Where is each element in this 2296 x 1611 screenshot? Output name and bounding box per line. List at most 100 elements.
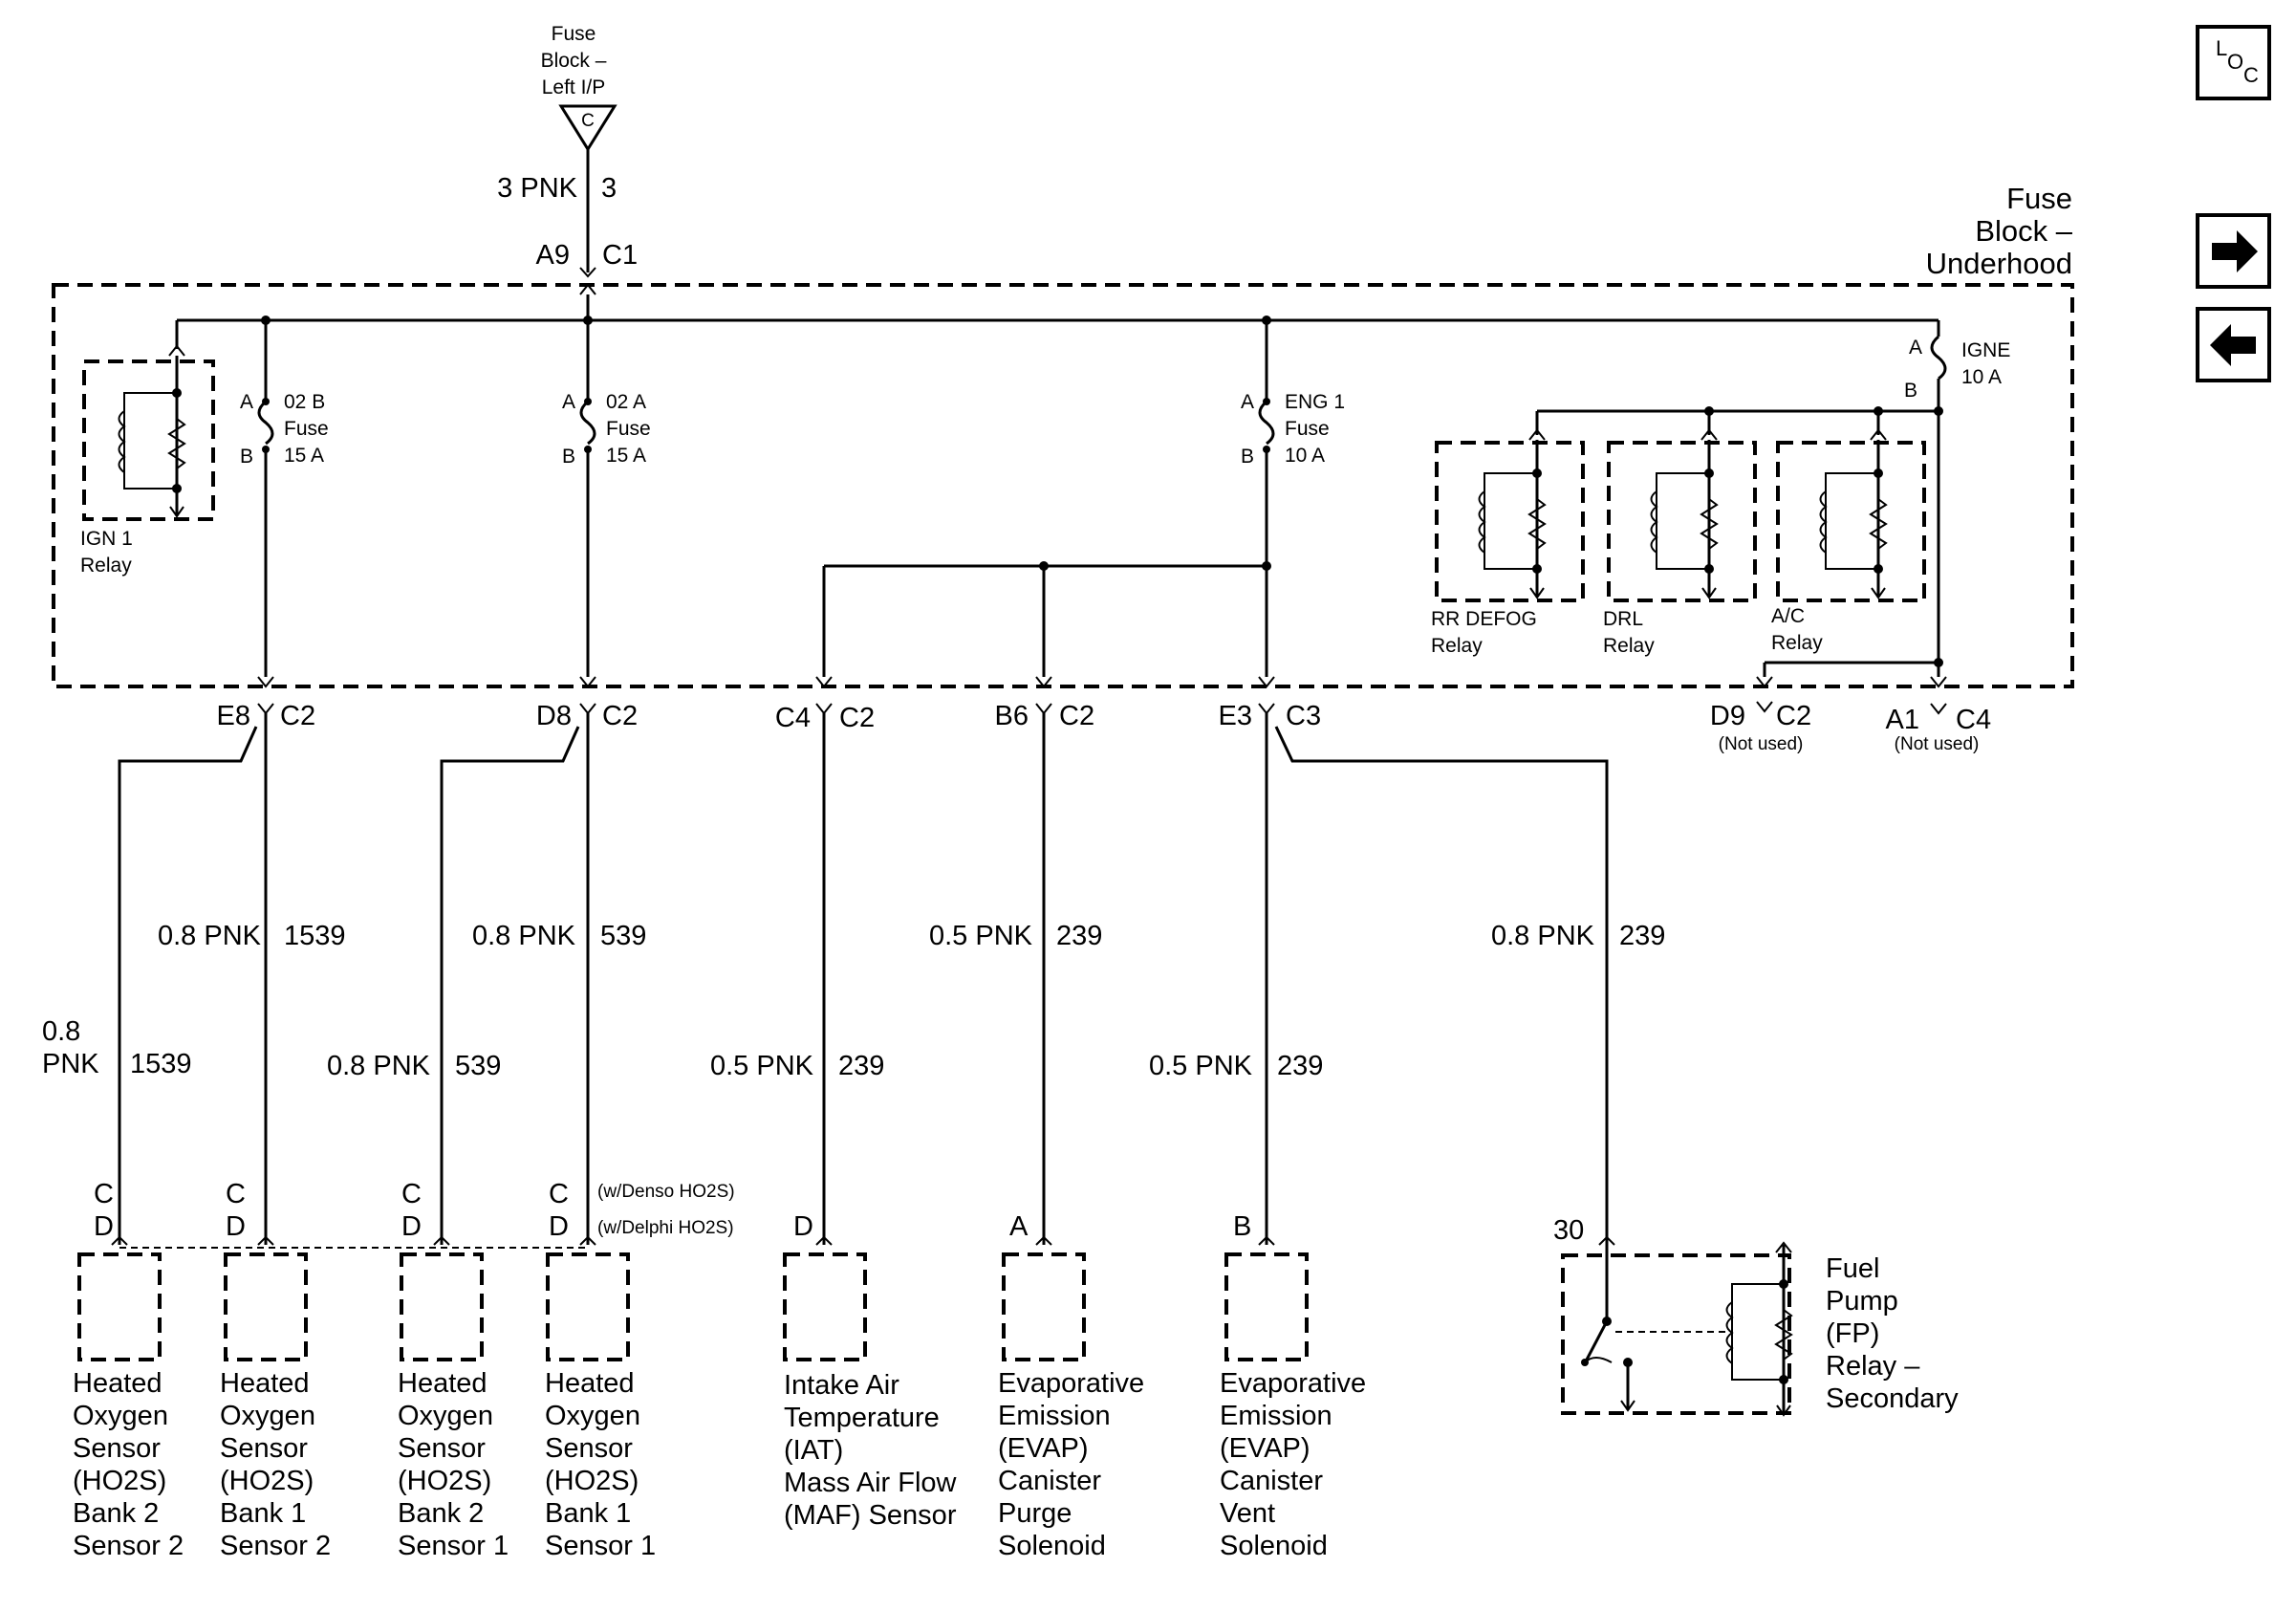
purge-chevron bbox=[1035, 1235, 1052, 1246]
source-connector-label: C bbox=[581, 111, 595, 131]
location-icon-glyph-c: C bbox=[2243, 63, 2259, 87]
fuse-o2b-label-2: Fuse bbox=[284, 418, 329, 440]
vent-label-5: Vent bbox=[1220, 1498, 1275, 1529]
iat-box bbox=[783, 1252, 867, 1361]
ho2s-b2s1-label-3: Sensor bbox=[398, 1433, 486, 1464]
location-icon[interactable] bbox=[2196, 25, 2271, 100]
evap-vent-solenoid: Evaporative Emission (EVAP) Canister Ven… bbox=[1220, 1235, 1366, 1561]
a1-not-used-note: (Not used) bbox=[1895, 734, 1980, 754]
ho2s-b2s1-label-1: Heated bbox=[398, 1368, 487, 1399]
d8-terminal: D8 bbox=[536, 701, 572, 731]
ho2s-b2s1-box bbox=[400, 1252, 484, 1361]
ign1-bottom-chevron bbox=[169, 506, 184, 518]
a1-connector: C4 bbox=[1956, 705, 1991, 735]
purge-box bbox=[1002, 1252, 1086, 1361]
fuse-o2a-pin-b: B bbox=[562, 446, 575, 468]
ho2s-b2s2-chevron bbox=[111, 1235, 128, 1246]
iat-label-2: Temperature bbox=[784, 1403, 940, 1433]
ho2s-b2s1-chevron bbox=[433, 1235, 450, 1246]
ho2s-b2s1-label-2: Oxygen bbox=[398, 1401, 493, 1431]
ho2s-b2s1-label-6: Sensor 1 bbox=[398, 1531, 509, 1561]
b6-chevron bbox=[1035, 703, 1052, 715]
wire-539-lower-circuit: 539 bbox=[455, 1051, 501, 1081]
fp-coil-chevron-bottom bbox=[1776, 1404, 1791, 1417]
fuse-o2b-pin-a: A bbox=[240, 391, 253, 413]
purge-label-4: Canister bbox=[998, 1466, 1101, 1496]
purge-label-3: (EVAP) bbox=[998, 1433, 1089, 1464]
ho2s-b1s2-box bbox=[224, 1252, 308, 1361]
ho2s-bank2-sensor2: Heated Oxygen Sensor (HO2S) Bank 2 Senso… bbox=[73, 1235, 184, 1561]
fuse-o2b-pin-b: B bbox=[240, 446, 253, 468]
ac-bottom-chevron bbox=[1871, 587, 1886, 599]
wire-1539-lower-size-2: PNK bbox=[42, 1049, 99, 1079]
prev-page-button[interactable] bbox=[2196, 307, 2271, 382]
rr-defog-coil-icon bbox=[1478, 490, 1486, 554]
ho2s-b1s2-label-4: (HO2S) bbox=[220, 1466, 314, 1496]
a1-chevron bbox=[1930, 703, 1947, 715]
ho2s-b1s2-label-3: Sensor bbox=[220, 1433, 308, 1464]
vent-label-2: Emission bbox=[1220, 1401, 1332, 1431]
underhood-title-line-3: Underhood bbox=[1926, 247, 2072, 280]
ho2s-b1s2-chevron bbox=[257, 1235, 274, 1246]
fuse-o2b-icon bbox=[257, 400, 274, 446]
relay-rr-defog: RR DEFOG Relay bbox=[1431, 411, 1585, 657]
next-page-button[interactable] bbox=[2196, 213, 2271, 289]
ho2s-b1s1-box bbox=[546, 1252, 630, 1361]
delphi-note: (w/Delphi HO2S) bbox=[597, 1218, 734, 1238]
fp-switch-arc bbox=[1584, 1357, 1613, 1363]
ho2s-b1s1-chevron bbox=[579, 1235, 596, 1246]
e3-connector: C3 bbox=[1286, 701, 1321, 731]
source-wire-size: 3 PNK bbox=[497, 173, 577, 204]
e8-chevron bbox=[257, 703, 274, 715]
wire-1539-lower-circuit: 1539 bbox=[130, 1049, 192, 1079]
wire-239-fp-size: 0.8 PNK bbox=[1491, 921, 1595, 951]
underhood-block-outline bbox=[52, 283, 2074, 688]
ho2s-b2s2-label-4: (HO2S) bbox=[73, 1466, 166, 1496]
iat-label-4: Mass Air Flow bbox=[784, 1468, 958, 1498]
source-wire-circuit: 3 bbox=[601, 173, 617, 204]
ho2s-b2s1-label-4: (HO2S) bbox=[398, 1466, 491, 1496]
wire-239-purge-size: 0.5 PNK bbox=[929, 921, 1033, 951]
ho2s-b2s2-label-5: Bank 2 bbox=[73, 1498, 159, 1529]
fuse-o2b: A B 02 B Fuse 15 A bbox=[240, 320, 329, 677]
fp-relay-box bbox=[1561, 1253, 1791, 1415]
source-terminal: A9 bbox=[536, 240, 570, 271]
ign1-resistor-icon bbox=[167, 418, 186, 469]
location-icon-button[interactable]: L O C bbox=[2196, 25, 2271, 100]
ho2s-bank1-sensor1: Heated Oxygen Sensor (HO2S) Bank 1 Senso… bbox=[545, 1235, 656, 1561]
wire-1539-upper-circuit: 1539 bbox=[284, 921, 346, 951]
ho2s-b2s2-label-1: Heated bbox=[73, 1368, 162, 1399]
d9-chevron bbox=[1756, 701, 1773, 713]
relay-drl: DRL Relay bbox=[1603, 411, 1757, 657]
fp-label-2: Pump bbox=[1826, 1286, 1898, 1317]
wire-239-iat-size: 0.5 PNK bbox=[710, 1051, 814, 1081]
fuse-o2b-label-1: 02 B bbox=[284, 391, 325, 413]
vent-label-3: (EVAP) bbox=[1220, 1433, 1310, 1464]
iat-maf-sensor: Intake Air Temperature (IAT) Mass Air Fl… bbox=[783, 1235, 958, 1531]
ho2s-b1s1-label-1: Heated bbox=[545, 1368, 635, 1399]
drl-chevron bbox=[1700, 428, 1718, 441]
e8-connector: C2 bbox=[280, 701, 315, 731]
fp-switch-blade bbox=[1585, 1320, 1609, 1361]
wire-runs: 0.8 PNK 1539 0.8 PNK 1539 0.8 PNK 539 0.… bbox=[42, 713, 1665, 1245]
drl-resistor-icon bbox=[1700, 498, 1719, 550]
ho2s-b1s2-label-1: Heated bbox=[220, 1368, 310, 1399]
drl-label-2: Relay bbox=[1603, 635, 1655, 657]
pin-b1s2-delphi: D bbox=[226, 1211, 246, 1242]
ho2s-b1s1-label-4: (HO2S) bbox=[545, 1466, 639, 1496]
pin-b2s2-denso: C bbox=[94, 1179, 114, 1209]
fuse-eng1-label-2: Fuse bbox=[1285, 418, 1330, 440]
purge-label-1: Evaporative bbox=[998, 1368, 1144, 1399]
rr-defog-box bbox=[1435, 441, 1585, 602]
wire-539-upper-size: 0.8 PNK bbox=[472, 921, 576, 951]
vent-label-6: Solenoid bbox=[1220, 1531, 1328, 1561]
fuse-o2a-label-1: 02 A bbox=[606, 391, 646, 413]
d8-chevron bbox=[579, 703, 596, 715]
fuse-eng1-label-1: ENG 1 bbox=[1285, 391, 1345, 413]
fuse-o2a-pin-a: A bbox=[562, 391, 575, 413]
iat-label-3: (IAT) bbox=[784, 1435, 843, 1466]
fuse-o2a-icon bbox=[579, 400, 596, 446]
wire-1539-lower-size-1: 0.8 bbox=[42, 1016, 80, 1047]
rr-defog-chevron bbox=[1528, 428, 1546, 441]
source-connector-triangle bbox=[558, 104, 617, 152]
